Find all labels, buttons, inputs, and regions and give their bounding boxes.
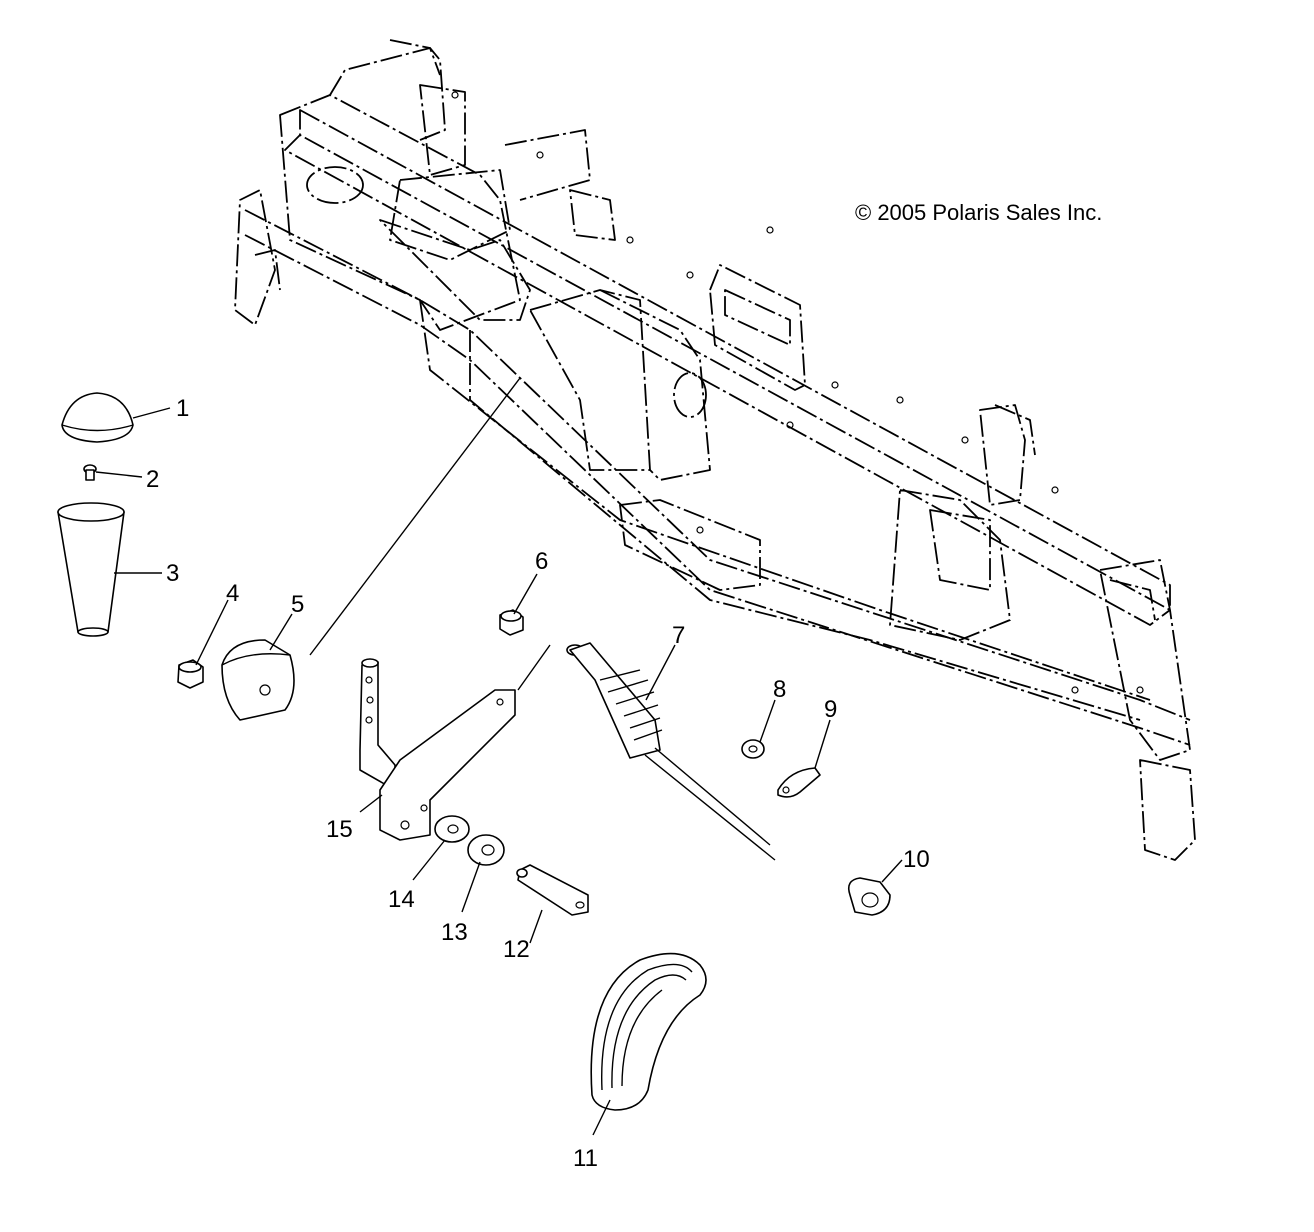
callout-9: 9 xyxy=(824,696,837,723)
part-5-spacer xyxy=(221,639,295,721)
part-4-nut xyxy=(177,659,204,689)
leader-lines xyxy=(95,377,903,1136)
part-7-cable-boot xyxy=(566,642,776,861)
callout-labels: 1 2 3 4 5 6 7 8 9 10 11 12 13 14 15 xyxy=(146,395,930,1172)
callout-11: 11 xyxy=(573,1145,598,1172)
callout-7: 7 xyxy=(672,622,685,649)
callout-15: 15 xyxy=(326,816,353,843)
callout-10: 10 xyxy=(903,846,930,873)
part-12-pin xyxy=(516,864,589,916)
callout-2: 2 xyxy=(146,466,159,493)
part-13-washer xyxy=(467,834,505,866)
copyright-text: © 2005 Polaris Sales Inc. xyxy=(855,200,1102,225)
callout-14: 14 xyxy=(388,886,415,913)
callout-6: 6 xyxy=(535,548,548,575)
part-11-pad xyxy=(590,952,707,1111)
part-15-shift-lever xyxy=(359,658,516,841)
callout-1: 1 xyxy=(176,395,189,422)
part-3-knob xyxy=(57,502,125,637)
callout-12: 12 xyxy=(503,936,530,963)
part-6-nut xyxy=(499,609,524,636)
part-10-clamp xyxy=(847,877,891,916)
part-1-cap xyxy=(61,392,134,443)
callout-8: 8 xyxy=(773,676,786,703)
callout-13: 13 xyxy=(441,919,468,946)
part-14-washer xyxy=(434,815,470,843)
frame-assembly xyxy=(234,39,1196,861)
part-9-pin-clip xyxy=(777,767,821,798)
callout-3: 3 xyxy=(166,560,179,587)
part-2-screw xyxy=(83,464,97,481)
callout-4: 4 xyxy=(226,580,239,607)
callout-5: 5 xyxy=(291,591,304,618)
part-8-washer xyxy=(741,739,765,759)
